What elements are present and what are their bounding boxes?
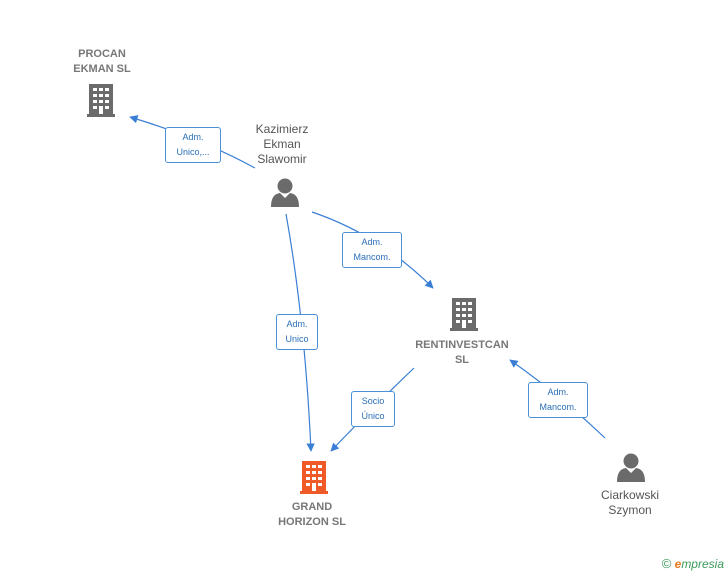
node-label-grand-horizon[interactable]: GRAND HORIZON SL (278, 501, 346, 528)
copyright-symbol: © (661, 556, 672, 571)
edge-label-adm-unico[interactable]: Adm. Unico (276, 314, 318, 350)
node-label-procan-ekman[interactable]: PROCAN EKMAN SL (73, 48, 131, 75)
building-icon-focus (300, 461, 328, 494)
node-label-ciarkowski-szymon[interactable]: Ciarkowski Szymon (600, 488, 659, 517)
person-icon (271, 178, 299, 207)
building-icon (87, 84, 115, 117)
brand-initial: e (674, 557, 682, 571)
edge-label-socio-unico[interactable]: Socio Único (351, 391, 395, 427)
person-icon (617, 453, 645, 482)
node-label-rentinvestcan[interactable]: RENTINVESTCAN SL (415, 339, 509, 366)
edge-label-adm-unico[interactable]: Adm. Unico,... (165, 127, 221, 163)
brand-name: mpresia (681, 557, 724, 571)
node-label-kazimierz-ekman-slawomir[interactable]: Kazimierz Ekman Slawomir (255, 122, 309, 166)
edge-label-adm-mancom[interactable]: Adm. Mancom. (528, 382, 588, 418)
edge-label-adm-mancom[interactable]: Adm. Mancom. (342, 232, 402, 268)
building-icon (450, 298, 478, 331)
empresia-logo[interactable]: © empresia (662, 556, 724, 571)
